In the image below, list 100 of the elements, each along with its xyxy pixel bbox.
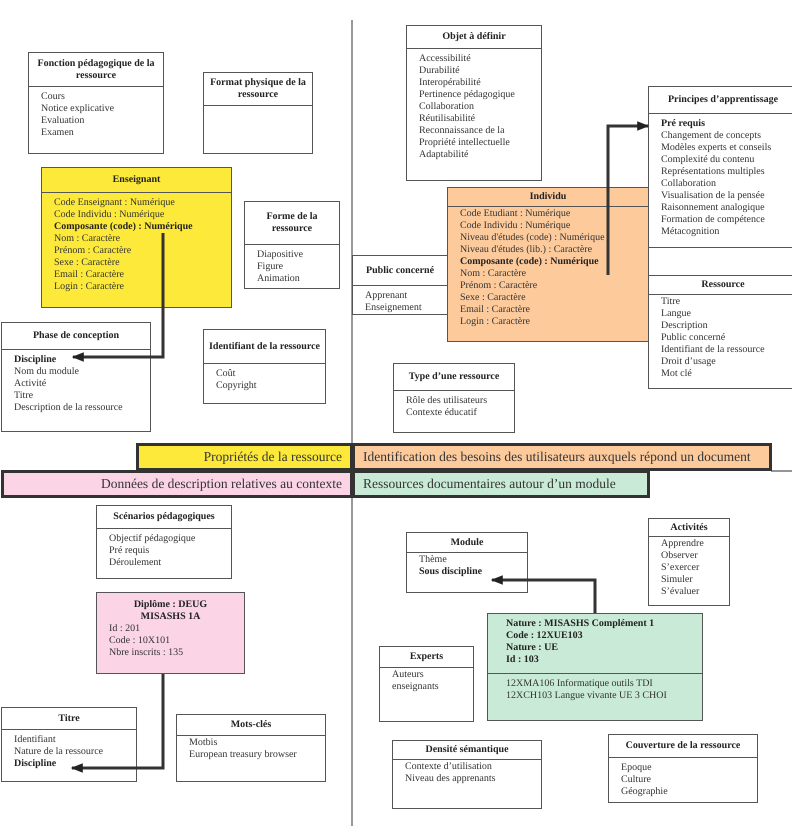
attribute-text: Auteurs enseignants	[392, 669, 440, 693]
attribute-text: Id : 201	[109, 623, 142, 635]
arrow	[490, 575, 596, 613]
attribute-text: Représentations multiples	[661, 166, 766, 178]
arrow	[606, 121, 650, 275]
entity-table	[406, 25, 542, 181]
entity-table	[203, 329, 326, 404]
attribute-text: Sexe : Caractère	[460, 292, 527, 304]
attribute-text: 12XCH103 Langue vivante UE 3 CHOI	[506, 690, 668, 702]
entity-table	[176, 714, 326, 782]
attribute-text: Observer	[661, 550, 699, 562]
entity-table	[487, 613, 703, 721]
attribute-text: Niveau d'études (code) : Numérique	[460, 232, 606, 244]
attribute-text: Identifiant de la ressource	[661, 344, 766, 356]
attribute-text: Rôle des utilisateurs	[406, 395, 488, 407]
attribute-text: Simuler	[661, 574, 694, 586]
table-header: Densité sémantique	[393, 741, 541, 760]
attribute-text: Durabilité	[419, 65, 461, 77]
attribute-text: Formation de compétence	[661, 214, 766, 226]
table-header: Fonction pédagogique de la ressource	[29, 53, 163, 87]
attribute-text: Coût	[216, 368, 236, 380]
attribute-text: Motbis	[189, 737, 218, 749]
attribute-text: Animation	[257, 273, 301, 285]
table-header: Type d’une ressource	[394, 364, 514, 391]
attribute-text: Cours	[41, 91, 66, 103]
section-band	[352, 470, 650, 498]
table-header: Principes d’apprentissage	[649, 87, 792, 114]
attribute-text: European treasury browser	[189, 749, 298, 761]
attribute-text: Contexte éducatif	[406, 407, 478, 419]
attribute-text: Examen	[41, 127, 75, 139]
band-title: Ressources documentaires autour d’un module	[363, 476, 616, 492]
attribute-text: Nature : UE	[506, 642, 560, 654]
attribute-text: Niveau des apprenants	[405, 773, 497, 785]
attribute-text: Déroulement	[109, 557, 162, 569]
entity-table	[447, 187, 649, 342]
attribute-text: Pré requis	[109, 545, 150, 557]
attribute-text: Login : Caractère	[54, 281, 125, 293]
entity-table	[244, 201, 340, 289]
attribute-text: Collaboration	[661, 178, 717, 190]
entity-table	[352, 255, 448, 315]
table-header: Forme de la ressource	[245, 202, 339, 245]
attribute-text: Culture	[621, 774, 652, 786]
attribute-text: Evaluation	[41, 115, 86, 127]
attribute-text: Diapositive	[257, 249, 304, 261]
attribute-text: Description de la ressource	[14, 402, 124, 414]
attribute-text: Pré requis	[661, 118, 706, 130]
attribute-text: Notice explicative	[41, 103, 116, 115]
table-header: Diplôme : DEUG MISASHS 1A	[132, 598, 208, 623]
attribute-text: Adaptabilité	[419, 149, 470, 161]
attribute-text: Public concerné	[661, 332, 726, 344]
attribute-text: Discipline	[14, 354, 58, 366]
table-header: Format physique de la ressource	[204, 73, 312, 106]
attribute-text: Titre	[14, 390, 34, 402]
band-title: Propriétés de la ressource	[204, 449, 342, 465]
attribute-text: Composante (code) : Numérique	[54, 221, 194, 233]
section-band	[1, 470, 353, 498]
attribute-text: Nom : Caractère	[460, 268, 528, 280]
entity-table	[648, 86, 792, 248]
entity-table	[393, 363, 515, 433]
attribute-text: Login : Caractère	[460, 316, 531, 328]
attribute-text: Figure	[257, 261, 284, 273]
attribute-text: Géographie	[621, 786, 669, 798]
attribute-text: Code Enseignant : Numérique	[54, 197, 176, 209]
entity-table	[406, 532, 528, 593]
attribute-text: Interopérabilité	[419, 77, 482, 89]
attribute-text: Code Individu : Numérique	[460, 220, 572, 232]
table-header: Activités	[649, 519, 729, 537]
entity-table	[41, 167, 232, 308]
table-header: Titre	[2, 708, 136, 730]
entity-table	[1, 707, 137, 782]
entity-table	[379, 646, 474, 722]
attribute-text: Sous discipline	[419, 566, 484, 578]
attribute-text: Email : Caractère	[54, 269, 125, 281]
attribute-text: Apprendre	[661, 538, 705, 550]
entity-table	[648, 275, 792, 389]
attribute-text: Visualisation de la pensée	[661, 190, 766, 202]
attribute-text: Prénom : Caractère	[54, 245, 132, 257]
section-band	[136, 443, 353, 471]
table-header: Ressource	[649, 276, 792, 295]
attribute-text: 12XMA106 Informatique outils TDI	[506, 678, 654, 690]
attribute-text: S’évaluer	[661, 586, 700, 598]
entity-table	[392, 740, 542, 809]
attribute-text: Thème	[419, 554, 448, 566]
attribute-text: Sexe : Caractère	[54, 257, 121, 269]
table-header: Scénarios pédagogiques	[97, 506, 231, 529]
attribute-text: Raisonnement analogique	[661, 202, 766, 214]
arrow	[72, 233, 164, 362]
attribute-text: Modèles experts et conseils	[661, 142, 772, 154]
attribute-text: Code : 10X101	[109, 635, 172, 647]
attribute-text: Métacognition	[661, 226, 720, 238]
attribute-text: Composante (code) : Numérique	[460, 256, 600, 268]
attribute-text: Langue	[661, 308, 692, 320]
attribute-text: Pertinence pédagogique	[419, 89, 516, 101]
attribute-text: Discipline	[14, 758, 58, 770]
attribute-text: Droit d’usage	[661, 356, 717, 368]
attribute-text: Code Etudiant : Numérique	[460, 208, 572, 220]
arrow	[70, 674, 164, 773]
attribute-text: Reconnaissance de la Propriété intellectuelle	[419, 125, 511, 149]
attribute-text: Mot clé	[661, 368, 693, 380]
attribute-text: Collaboration	[419, 101, 475, 113]
